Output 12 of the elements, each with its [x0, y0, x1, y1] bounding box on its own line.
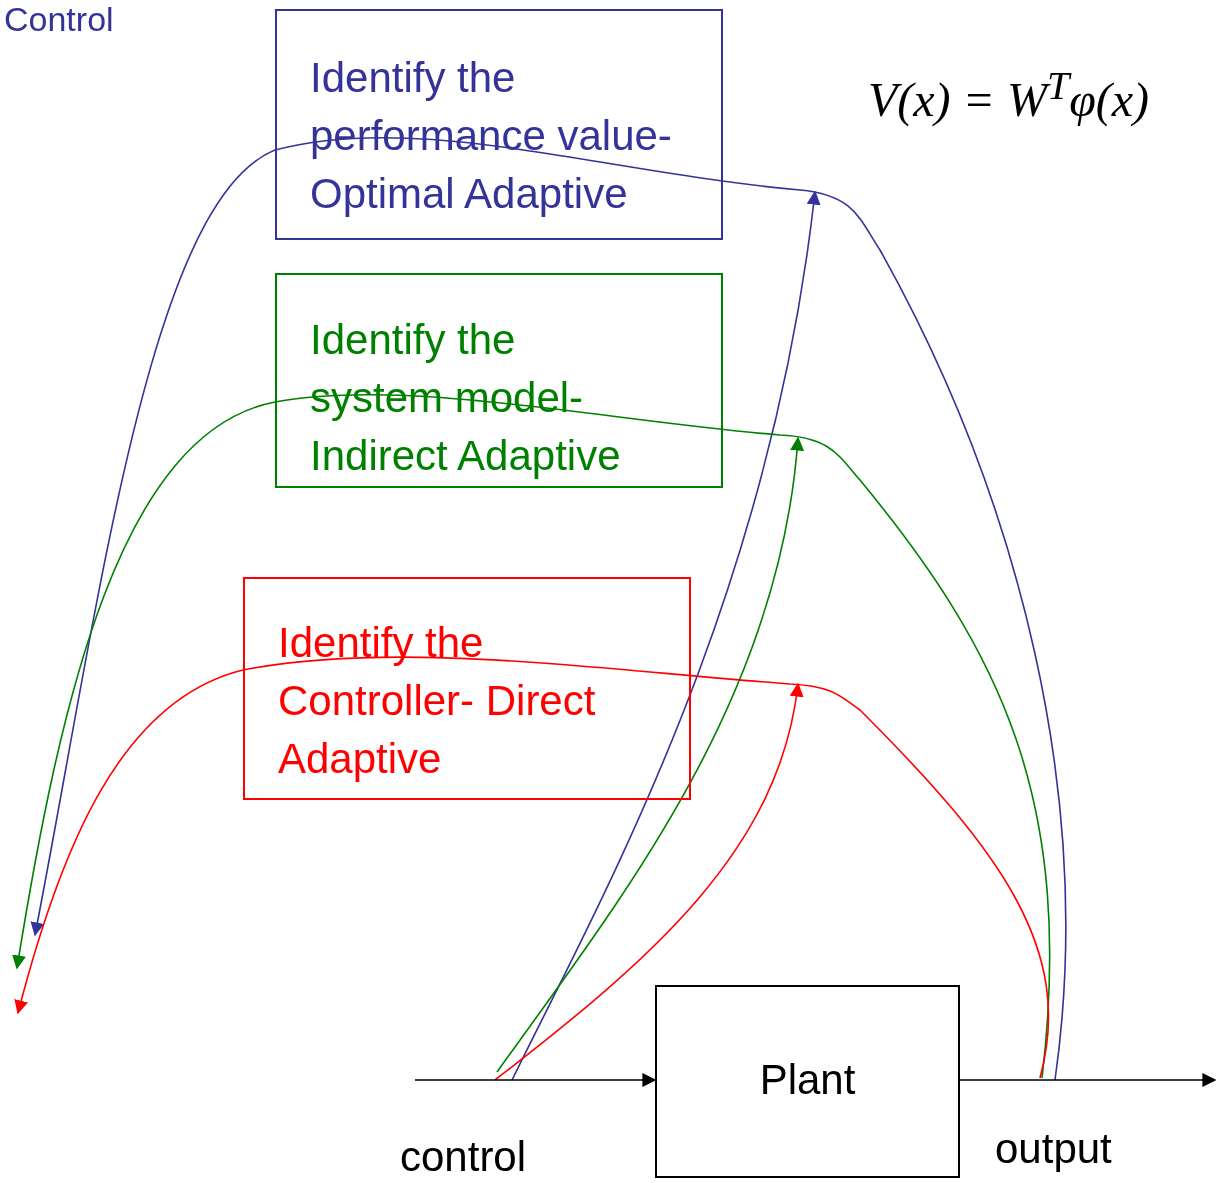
box-label: Plant — [758, 1055, 857, 1105]
process-box — [275, 273, 723, 488]
process-box — [275, 9, 723, 240]
arrow — [959, 1073, 1217, 1087]
process-box — [243, 577, 691, 800]
formula: V(x) = W$^{T}$φ(x) — [868, 62, 1150, 127]
box-label: Identify the Controller- Direct Adaptive — [278, 618, 597, 784]
process-box — [655, 985, 960, 1178]
edge-label: control — [400, 1133, 527, 1181]
edge-label: output — [995, 1125, 1112, 1173]
arrow — [414, 1073, 657, 1087]
slide-title: Control — [4, 0, 114, 39]
